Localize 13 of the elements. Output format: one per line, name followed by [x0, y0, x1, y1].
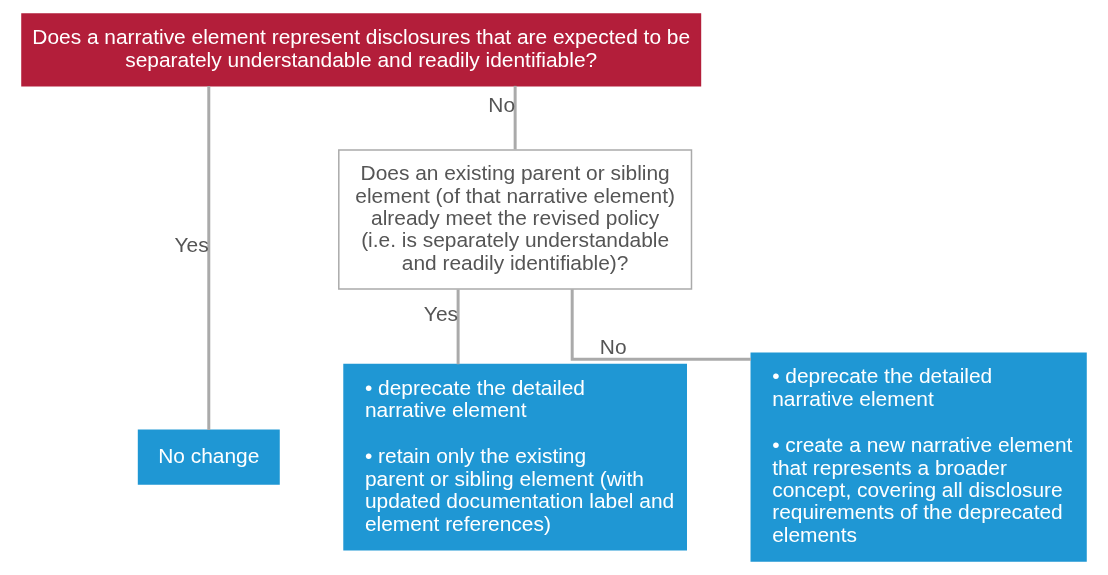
connector: [456, 289, 460, 365]
node-box: • deprecate the detailed narrative element • create a new narrative element that represents a broader concept, covering all disclosure requirements of the deprecated elements: [750, 352, 1087, 562]
edge-label: Yes: [174, 233, 209, 257]
node-box: • deprecate the detailed narrative element • retain only the existing parent or sibling element (with updated documentation label and element references): [343, 363, 687, 551]
node-box: No change: [137, 429, 280, 485]
node-box: Does a narrative element represent disclosures that are expected to be separately understandable and readily identifiable?: [21, 13, 702, 87]
node-box: Does an existing parent or sibling element (of that narrative element) already meet the revised policy (i.e. is separately understandable and readily identifiable)?: [338, 149, 693, 290]
connector: [513, 85, 517, 150]
edge-label: No: [599, 334, 627, 358]
edge-label: Yes: [423, 302, 458, 326]
connector: [207, 86, 211, 430]
connector: [570, 289, 751, 361]
edge-label: No: [488, 92, 516, 116]
